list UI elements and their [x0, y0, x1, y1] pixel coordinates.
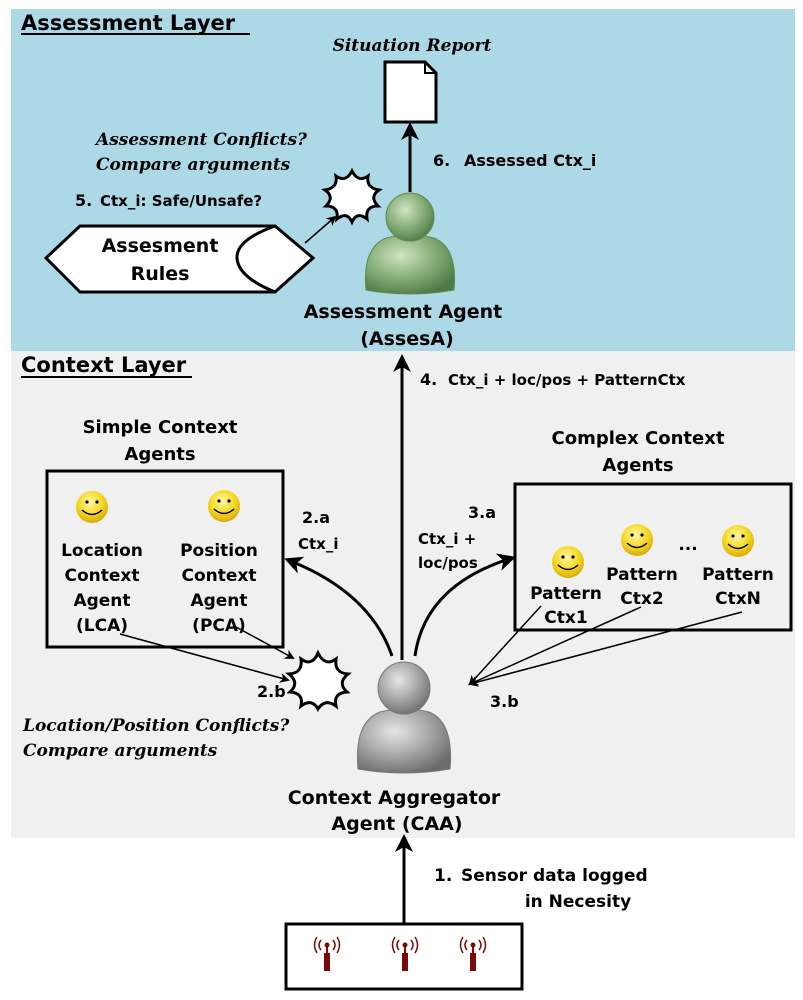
step5-label: Ctx_i: Safe/Unsafe?	[100, 192, 262, 210]
assessment-layer-title: Assessment Layer	[21, 11, 236, 35]
sensor-group	[313, 936, 487, 971]
aggregator-agent-abbrev: Agent (CAA)	[331, 813, 462, 835]
svg-text:Pattern: Pattern	[530, 584, 602, 604]
step3a-label-line1: Ctx_i +	[418, 530, 476, 548]
svg-text:(PCA): (PCA)	[192, 616, 246, 636]
arrow-step3a	[413, 553, 516, 657]
pattern-ellipsis: ...	[678, 535, 697, 555]
pattern2-smiley-icon	[621, 524, 653, 556]
assessment-rules-line2: Rules	[131, 263, 190, 285]
svg-text:Pattern: Pattern	[606, 565, 678, 585]
simple-agents-title-line1: Simple Context	[83, 417, 238, 438]
step3a-number: 3.a	[468, 503, 496, 522]
svg-text:Agent: Agent	[190, 591, 247, 611]
sensor-antenna-icon	[313, 936, 341, 971]
step1-number: 1.	[434, 866, 452, 886]
step2a-number: 2.a	[302, 508, 330, 527]
complex-agents-box	[513, 482, 793, 632]
arrow-step5	[304, 215, 337, 244]
assessment-rules-store	[43, 224, 316, 294]
patternN-label: Pattern CtxN	[702, 565, 774, 609]
svg-text:Position: Position	[180, 541, 258, 561]
assessment-conflicts-line1: Assessment Conflicts?	[94, 130, 308, 150]
arrows-step2b	[119, 626, 295, 683]
svg-text:CtxN: CtxN	[715, 589, 761, 609]
step2a-label: Ctx_i	[298, 535, 339, 553]
svg-text:Context: Context	[64, 566, 139, 586]
pattern1-label: Pattern Ctx1	[530, 584, 602, 628]
svg-text:Location: Location	[61, 541, 143, 561]
step4-label: Ctx_i + loc/pos + PatternCtx	[448, 371, 686, 389]
context-aggregator-agent-icon	[356, 661, 452, 774]
assessment-conflicts-line2: Compare arguments	[96, 155, 291, 175]
location-conflict-burst-icon	[285, 649, 352, 712]
svg-text:(LCA): (LCA)	[76, 616, 128, 636]
patternN-smiley-icon	[722, 525, 754, 557]
document-icon	[383, 60, 438, 124]
context-layer-title: Context Layer	[21, 353, 187, 377]
step1-label-line1: Sensor data logged	[461, 866, 648, 886]
svg-text:Ctx1: Ctx1	[544, 608, 587, 628]
assessment-agent-abbrev: (AssesA)	[360, 328, 454, 350]
location-conflicts-line2: Compare arguments	[23, 741, 218, 761]
step6-number: 6.	[433, 151, 450, 170]
pca-smiley-icon	[208, 490, 240, 522]
complex-agents-title-line1: Complex Context	[552, 428, 725, 449]
pca-label: Position Context Agent (PCA)	[180, 541, 258, 636]
complex-agents-title-line2: Agents	[602, 455, 673, 476]
conflict-burst-icon	[321, 167, 383, 226]
assessment-agent-name: Assessment Agent	[304, 301, 503, 323]
svg-text:Pattern: Pattern	[702, 565, 774, 585]
pattern1-smiley-icon	[552, 546, 584, 578]
situation-report-label: Situation Report	[333, 36, 492, 56]
location-conflicts-line1: Location/Position Conflicts?	[22, 716, 290, 736]
assessment-rules-line1: Assesment	[102, 235, 219, 257]
svg-text:Ctx2: Ctx2	[620, 589, 663, 609]
lca-smiley-icon	[76, 491, 108, 523]
step2b-label: 2.b	[257, 682, 286, 701]
step3a-label-line2: loc/pos	[418, 554, 478, 572]
arrow-step2a	[284, 556, 394, 657]
pattern2-label: Pattern Ctx2	[606, 565, 678, 609]
step1-label-line2: in Necesity	[525, 892, 631, 912]
sensor-antenna-icon	[459, 936, 487, 971]
step3b-label: 3.b	[490, 692, 519, 711]
aggregator-agent-name: Context Aggregator	[288, 787, 501, 809]
assessment-layer-panel	[11, 9, 795, 351]
svg-text:Context: Context	[181, 566, 256, 586]
assessment-agent-icon	[364, 192, 456, 295]
sensor-antenna-icon	[391, 936, 419, 971]
arrows-step3b	[468, 605, 743, 687]
svg-text:Agent: Agent	[73, 591, 130, 611]
lca-label: Location Context Agent (LCA)	[61, 541, 143, 636]
step5-number: 5.	[75, 191, 92, 210]
step4-number: 4.	[420, 370, 437, 389]
step6-label: Assessed Ctx_i	[464, 151, 596, 170]
simple-agents-title-line2: Agents	[124, 444, 195, 465]
